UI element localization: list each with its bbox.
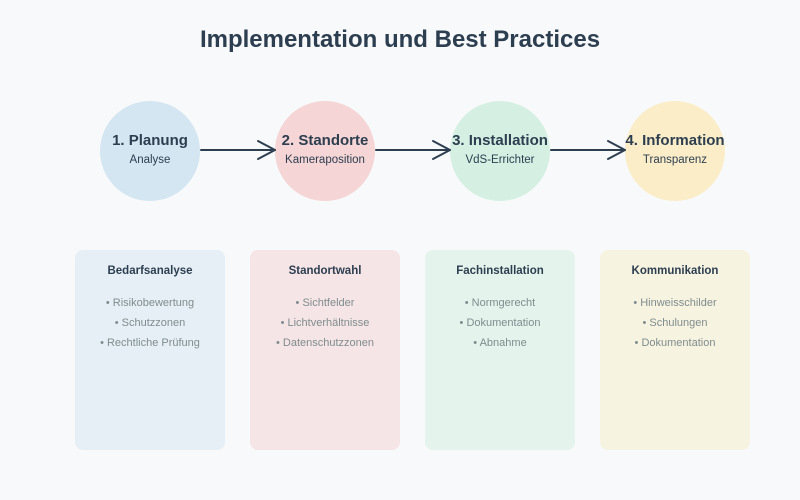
step-information: 4. Information Transparenz	[625, 101, 725, 201]
list-item: • Normgerecht	[464, 297, 536, 309]
step-title: 1. Planung	[112, 132, 188, 149]
step-planung: 1. Planung Analyse	[100, 101, 200, 201]
card-standortwahl: Standortwahl • Sichtfelder • Lichtverhäl…	[250, 250, 400, 450]
step-subtitle: Analyse	[129, 154, 171, 166]
card-list: • Sichtfelder • Lichtverhältnisse • Date…	[250, 293, 400, 353]
step-subtitle: Kameraposition	[285, 154, 365, 166]
card-fachinstallation: Fachinstallation • Normgerecht • Dokumen…	[425, 250, 575, 450]
card-title: Bedarfsanalyse	[107, 265, 193, 277]
card-list: • Risikobewertung • Schutzzonen • Rechtl…	[75, 293, 225, 353]
card-title: Standortwahl	[288, 265, 362, 277]
step-title: 3. Installation	[452, 132, 548, 149]
list-item: • Abnahme	[473, 337, 527, 349]
step-installation: 3. Installation VdS-Errichter	[450, 101, 550, 201]
card-kommunikation: Kommunikation • Hinweisschilder • Schulu…	[600, 250, 750, 450]
card-title: Fachinstallation	[456, 265, 544, 277]
step-title: 2. Standorte	[281, 132, 369, 149]
list-item: • Datenschutzzonen	[275, 337, 375, 349]
list-item: • Lichtverhältnisse	[280, 317, 370, 329]
step-subtitle: VdS-Errichter	[465, 154, 535, 166]
card-bedarfsanalyse: Bedarfsanalyse • Risikobewertung • Schut…	[75, 250, 225, 450]
card-list: • Hinweisschilder • Schulungen • Dokumen…	[600, 293, 750, 353]
list-item: • Dokumentation	[634, 337, 716, 349]
list-item: • Sichtfelder	[295, 297, 355, 309]
page-title: Implementation und Best Practices	[199, 26, 601, 53]
card-title: Kommunikation	[631, 265, 719, 277]
list-item: • Hinweisschilder	[633, 297, 717, 309]
step-title: 4. Information	[625, 132, 725, 149]
card-list: • Normgerecht • Dokumentation • Abnahme	[425, 293, 575, 353]
list-item: • Dokumentation	[459, 317, 541, 329]
list-item: • Schutzzonen	[114, 317, 186, 329]
list-item: • Risikobewertung	[105, 297, 195, 309]
list-item: • Schulungen	[642, 317, 708, 329]
list-item: • Rechtliche Prüfung	[100, 337, 200, 349]
step-standorte: 2. Standorte Kameraposition	[275, 101, 375, 201]
step-subtitle: Transparenz	[642, 154, 708, 166]
